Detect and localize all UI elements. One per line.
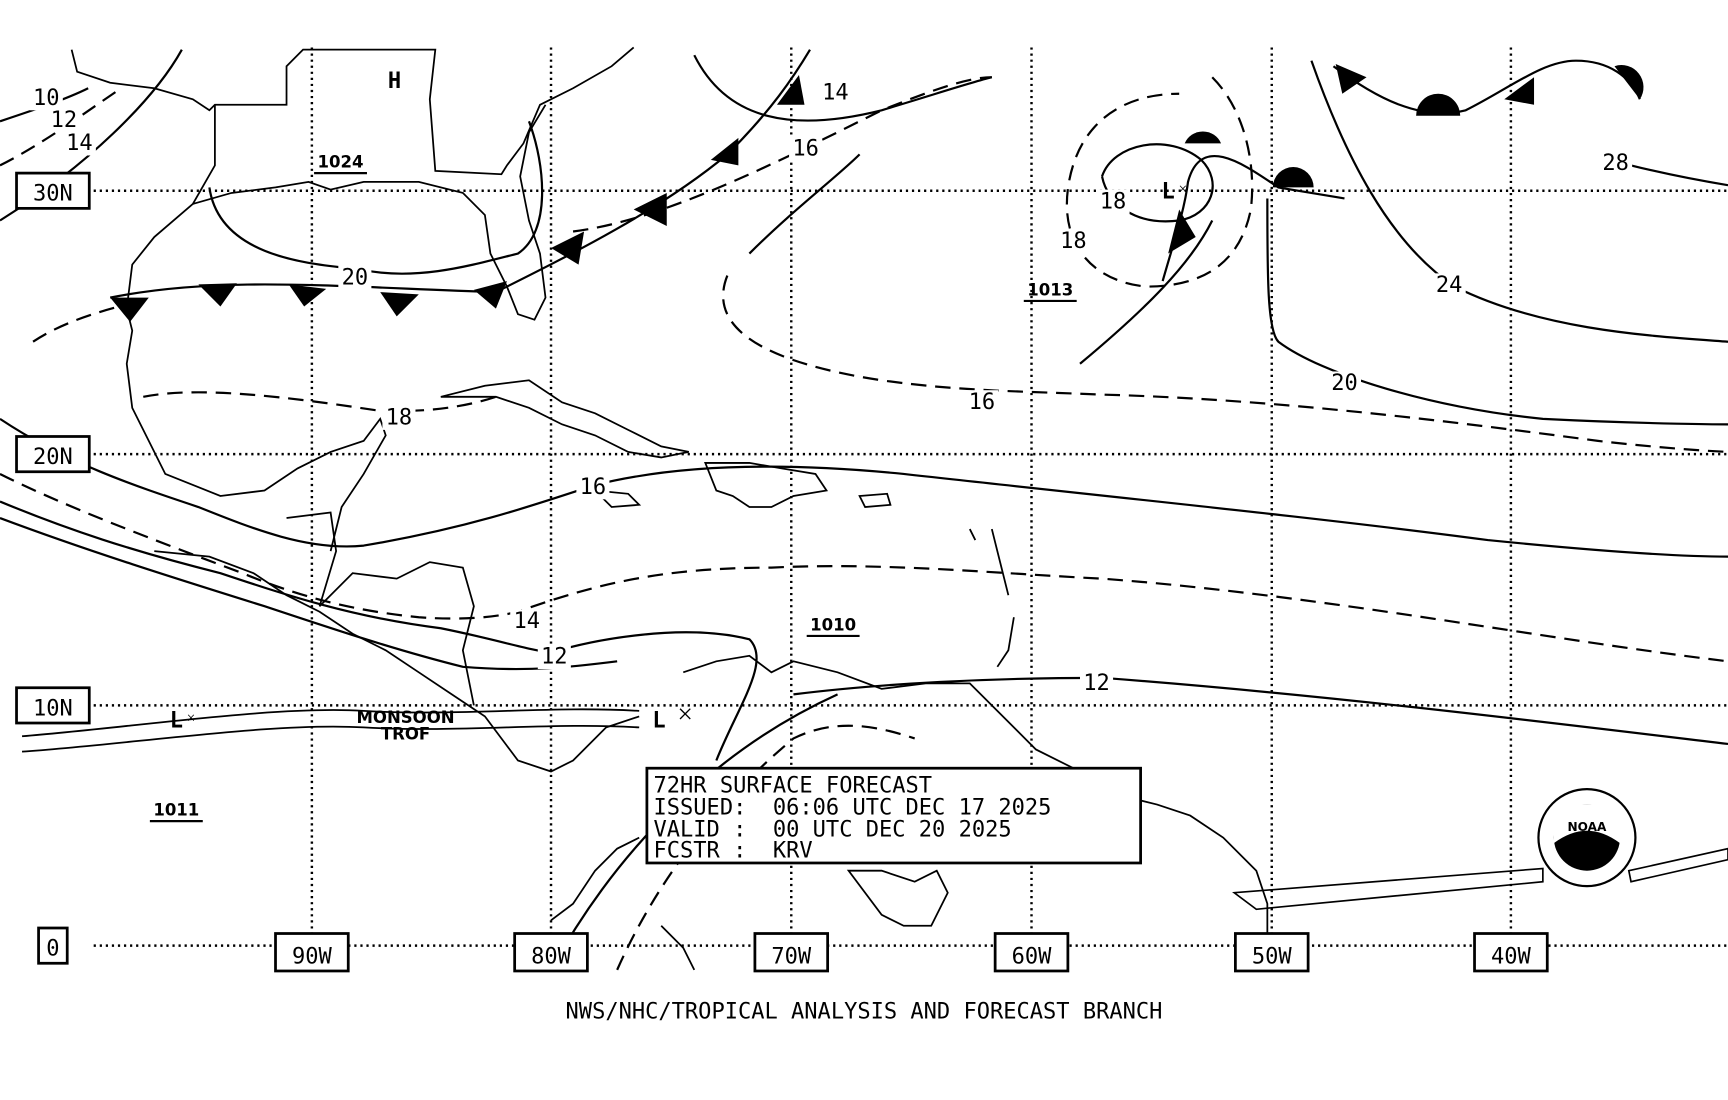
isobar-label: 10: [33, 86, 60, 111]
forecast-title: 72HR SURFACE FORECAST: [654, 773, 933, 798]
caribbean-pressure-value: 1010: [810, 615, 856, 634]
isobar-label: 12: [51, 108, 78, 133]
forecast-info-box: 72HR SURFACE FORECAST ISSUED: 06:06 UTC …: [645, 766, 1142, 865]
isobar-label: 16: [792, 136, 819, 161]
longitude-label: 80W: [531, 944, 572, 969]
latitude-label: 0: [46, 937, 59, 962]
latitude-label: 20N: [33, 445, 73, 470]
isobar-label: 20: [1331, 371, 1358, 396]
isobar-label: 14: [514, 609, 541, 634]
atlantic-low-pressure-value: 1013: [1027, 280, 1073, 299]
footer-credit: NWS/NHC/TROPICAL ANALYSIS AND FORECAST B…: [566, 999, 1163, 1024]
isobar-label: 14: [66, 131, 93, 156]
longitude-label: 60W: [1012, 944, 1053, 969]
latitude-label: 30N: [33, 182, 73, 207]
isobar-label: 24: [1436, 273, 1463, 298]
isobar-label: 18: [1060, 229, 1087, 254]
longitude-label: 50W: [1252, 944, 1293, 969]
low-pressure-symbol: L: [170, 708, 183, 733]
isobar-label: 16: [969, 390, 996, 415]
latitude-label: 10N: [33, 696, 73, 721]
forecast-issued: ISSUED: 06:06 UTC DEC 17 2025: [654, 795, 1052, 820]
monsoon-trough: [21, 708, 640, 753]
longitude-label: 70W: [771, 944, 812, 969]
forecast-valid: VALID : 00 UTC DEC 20 2025: [654, 818, 1012, 843]
noaa-logo: NOAA: [1537, 788, 1637, 888]
isobar-label: 12: [541, 645, 568, 670]
high-pressure-symbol: H: [388, 69, 401, 94]
low-pressure-symbol: L: [652, 708, 665, 733]
longitude-label: 90W: [292, 944, 333, 969]
isobar-label: 16: [580, 475, 607, 500]
isobar-label: 12: [1083, 671, 1110, 696]
high-pressure-value: 1024: [318, 153, 364, 172]
cold-front: [109, 49, 811, 322]
tropical-wave-hatch: [1232, 847, 1728, 911]
isobar-label: 14: [822, 80, 849, 105]
low-center-x-icon: ×: [1178, 181, 1187, 198]
stationary-front: [1161, 59, 1644, 282]
low-center-x-icon: ×: [187, 710, 196, 727]
low-center-x-icon: ×: [677, 698, 693, 729]
low-pressure-symbol: L: [1162, 179, 1175, 204]
isobar-label: 18: [1100, 189, 1127, 214]
isobar-label: 18: [386, 405, 413, 430]
monsoon-trough-label: TROF: [381, 725, 430, 744]
longitude-label: 40W: [1491, 944, 1532, 969]
pacific-pressure-value: 1011: [153, 801, 199, 820]
monsoon-trough-label: MONSOON: [356, 708, 454, 727]
forecast-forecaster: FCSTR : KRV: [654, 838, 813, 863]
isobar-label: 20: [342, 265, 369, 290]
logo-text: NOAA: [1568, 820, 1607, 834]
isobar-label: 28: [1602, 151, 1629, 176]
